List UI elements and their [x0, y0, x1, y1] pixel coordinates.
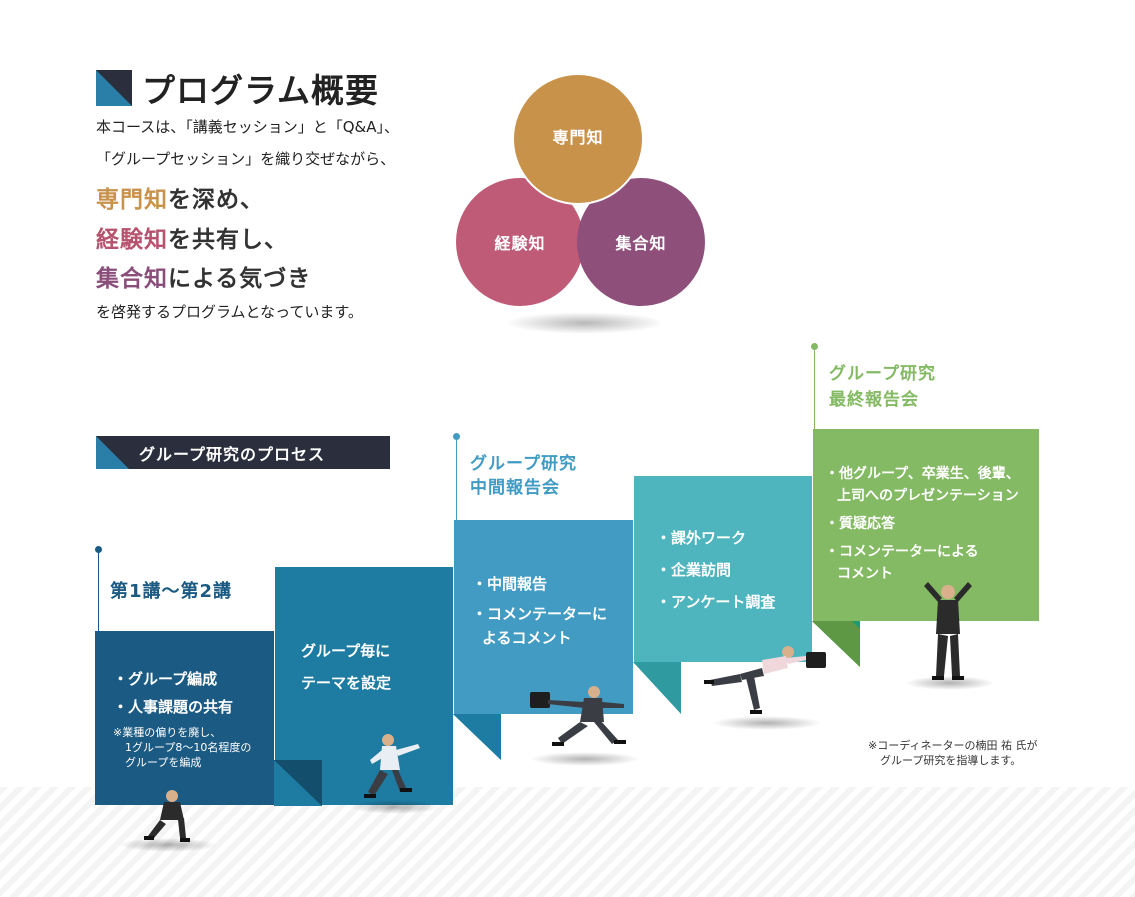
intro-line-1: 本コースは、「講義セッション」と「Q&A」、 — [96, 118, 400, 136]
running-businessman-briefcase-icon — [530, 686, 626, 746]
crouching-businessman-icon — [144, 790, 190, 842]
step4-box: ・課外ワーク ・企業訪問 ・アンケート調査 — [634, 476, 812, 662]
process-mark-icon — [96, 436, 129, 469]
step1-heading: 第1講〜第2講 — [110, 581, 233, 602]
step1-note-1: ※業種の偏りを廃し、 — [113, 726, 222, 739]
step4-item-1: ・課外ワーク — [656, 529, 747, 547]
program-overview-heading: プログラム概要 — [96, 64, 379, 112]
step1-item-2: ・人事課題の共有 — [113, 698, 234, 716]
step3-heading: グループ研究 中間報告会 — [470, 454, 577, 498]
highlight-line-1: 専門知を深め、 — [96, 187, 264, 213]
heading-mark-icon — [96, 70, 132, 106]
page-title: プログラム概要 — [142, 71, 380, 110]
keyword-collective-knowledge: 集合知 — [96, 266, 168, 292]
step1-box: ・グループ編成 ・人事課題の共有 ※業種の偏りを廃し、 1グループ8〜10名程度… — [95, 631, 274, 805]
step2-line-2: テーマを設定 — [301, 674, 392, 692]
step1-note-3: グループを編成 — [125, 756, 202, 769]
step5-item-2: ・質疑応答 — [825, 516, 895, 532]
figure1-shadow — [118, 838, 218, 852]
step3-fold-shadow — [453, 714, 501, 760]
step2-fold-icon — [274, 760, 322, 806]
step3-pin-line — [456, 437, 457, 520]
figure5-shadow — [905, 676, 995, 690]
step4-fold-icon — [633, 662, 681, 714]
step3-box: ・中間報告 ・コメンテーターに よるコメント — [454, 520, 633, 714]
step5-pin-dot — [811, 343, 818, 350]
venn-circle-expert: 専門知 — [514, 75, 642, 203]
keyword-expert-knowledge: 専門知 — [96, 187, 168, 213]
step3-item-1: ・中間報告 — [472, 575, 548, 593]
pushing-businessman-icon — [704, 646, 826, 714]
process-label: グループ研究のプロセス — [96, 436, 390, 469]
figure3-shadow — [530, 752, 640, 766]
step4-item-3: ・アンケート調査 — [656, 593, 776, 611]
step3-item-2-line-2: よるコメント — [482, 629, 572, 647]
highlight-line-3: 集合知による気づき — [96, 266, 312, 292]
intro-line-2: 「グループセッション」を織り交ぜながら、 — [96, 150, 396, 168]
step5-item-1-line-2: 上司へのプレゼンテーション — [837, 488, 1019, 504]
step1-item-1: ・グループ編成 — [113, 670, 218, 688]
coordinator-footnote: ※コーディネーターの楠田 祐 氏が グループ研究を指導します。 — [868, 739, 1038, 767]
step1-pin-line — [98, 551, 99, 631]
step5-box: ・他グループ、卒業生、後輩、 上司へのプレゼンテーション ・質疑応答 ・コメンテ… — [813, 429, 1039, 621]
step1-pin-dot — [95, 546, 102, 553]
keyword-experience-knowledge: 経験知 — [96, 227, 168, 253]
step3-item-2-line-1: ・コメンテーターに — [472, 605, 608, 623]
highlight-line-2: 経験知を共有し、 — [96, 227, 288, 253]
step5-pin-line — [814, 347, 815, 429]
intro-closing: を啓発するプログラムとなっています。 — [96, 303, 363, 321]
step1-note-2: 1グループ8〜10名程度の — [125, 741, 252, 754]
step5-item-3-line-1: ・コメンテーターによる — [825, 544, 979, 560]
figure4-shadow — [712, 716, 822, 730]
step5-fold-green — [812, 621, 860, 667]
step2-line-1: グループ毎に — [301, 642, 391, 660]
running-businessman-icon — [364, 734, 420, 798]
step5-heading: グループ研究 最終報告会 — [829, 364, 936, 410]
step4-item-2: ・企業訪問 — [656, 561, 732, 579]
celebrating-businessman-icon — [924, 582, 972, 680]
step5-item-1-line-1: ・他グループ、卒業生、後輩、 — [825, 466, 1020, 482]
step5-item-3-line-2: コメント — [837, 566, 893, 582]
step3-pin-dot — [453, 433, 460, 440]
venn-shadow — [505, 312, 665, 334]
figure2-shadow — [350, 800, 440, 814]
